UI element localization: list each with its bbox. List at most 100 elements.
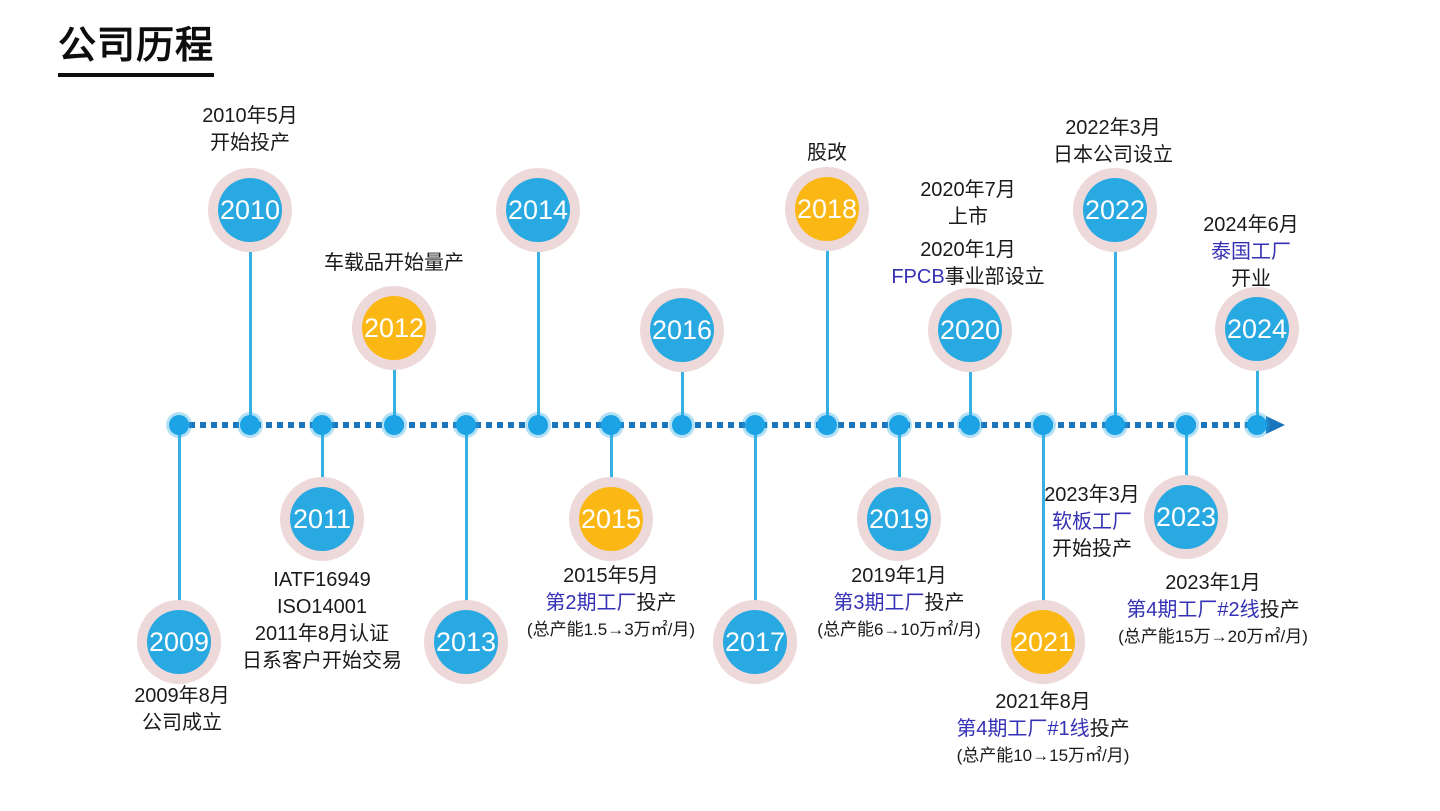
connector-line-2023 xyxy=(1184,425,1188,517)
connector-line-2016 xyxy=(680,330,684,425)
timeline-node-2013 xyxy=(456,415,476,435)
year-label-2011: 2011 xyxy=(292,503,352,534)
annotation-line: 泰国工厂 xyxy=(1211,241,1291,263)
year-circle-2015: 2015 xyxy=(579,487,643,551)
timeline-node-2011 xyxy=(312,415,332,435)
connector-line-2015 xyxy=(609,425,613,519)
year-circle-2022: 2022 xyxy=(1083,178,1147,242)
year-circle-2020: 2020 xyxy=(938,298,1002,362)
timeline-node-2009 xyxy=(169,415,189,435)
annotation-line: 2015年5月 xyxy=(563,565,659,587)
connector-line-2013 xyxy=(464,425,468,642)
connector-line-2017 xyxy=(753,425,757,642)
timeline-node-2010 xyxy=(240,415,260,435)
annotation-2018: 股改 xyxy=(807,140,847,167)
annotation-line: (总产能6→10万㎡/月) xyxy=(817,620,981,639)
connector-line-2010 xyxy=(248,210,252,425)
year-circle-2014: 2014 xyxy=(506,178,570,242)
connector-line-2014 xyxy=(536,210,540,425)
year-label-2019: 2019 xyxy=(868,503,930,534)
annotation-line: 股改 xyxy=(807,142,847,164)
annotation-2023-1: 2023年3月软板工厂开始投产 xyxy=(1044,482,1140,563)
year-label-2015: 2015 xyxy=(580,503,642,534)
year-circle-2018: 2018 xyxy=(795,177,859,241)
timeline-arrow-icon xyxy=(1266,416,1285,434)
year-circle-ring-2015: 2015 xyxy=(569,477,653,561)
year-label-2018: 2018 xyxy=(796,193,858,224)
annotation-line: 第3期工厂投产 xyxy=(833,592,965,614)
year-circle-ring-2023: 2023 xyxy=(1144,475,1228,559)
year-label-2009: 2009 xyxy=(148,626,210,657)
year-circle-2009: 2009 xyxy=(147,610,211,674)
annotation-line: 2023年1月 xyxy=(1165,572,1261,594)
timeline-dotted-line xyxy=(178,422,1264,428)
annotation-line: 2023年3月 xyxy=(1044,484,1140,506)
year-circle-ring-2020: 2020 xyxy=(928,288,1012,372)
year-circle-ring-2012: 2012 xyxy=(352,286,436,370)
annotation-line: 开始投产 xyxy=(1052,538,1132,560)
connector-line-2020 xyxy=(968,330,972,425)
annotation-line: (总产能15万→20万㎡/月) xyxy=(1118,627,1308,646)
connector-line-2021 xyxy=(1041,425,1045,642)
page-title: 公司历程 xyxy=(58,24,215,77)
timeline-node-2016 xyxy=(672,415,692,435)
annotation-line: 日系客户开始交易 xyxy=(242,650,402,672)
year-circle-ring-2022: 2022 xyxy=(1073,168,1157,252)
year-circle-ring-2021: 2021 xyxy=(1001,600,1085,684)
year-circle-2024: 2024 xyxy=(1225,297,1289,361)
annotation-line: 2024年6月 xyxy=(1203,214,1299,236)
year-label-2023: 2023 xyxy=(1155,501,1217,532)
year-label-2013: 2013 xyxy=(435,626,497,657)
year-circle-2021: 2021 xyxy=(1011,610,1075,674)
annotation-2012: 车载品开始量产 xyxy=(324,250,464,277)
year-circle-ring-2011: 2011 xyxy=(280,477,364,561)
year-circle-2013: 2013 xyxy=(434,610,498,674)
annotation-line: 软板工厂 xyxy=(1052,511,1132,533)
annotation-2022: 2022年3月日本公司设立 xyxy=(1053,115,1173,169)
annotation-line: 2019年1月 xyxy=(851,565,947,587)
timeline-node-2018 xyxy=(817,415,837,435)
annotation-line: 开业 xyxy=(1231,268,1271,290)
annotation-line: 车载品开始量产 xyxy=(324,252,464,274)
annotation-line: 2011年8月认证 xyxy=(254,623,390,645)
annotation-line: 上市 xyxy=(948,206,988,228)
year-circle-2012: 2012 xyxy=(362,296,426,360)
annotation-line: IATF16949 xyxy=(273,569,371,591)
annotation-line: 2020年1月 xyxy=(920,239,1016,261)
annotation-line: 公司成立 xyxy=(142,712,222,734)
year-circle-ring-2014: 2014 xyxy=(496,168,580,252)
year-circle-2023: 2023 xyxy=(1154,485,1218,549)
year-circle-ring-2009: 2009 xyxy=(137,600,221,684)
annotation-2015: 2015年5月第2期工厂投产(总产能1.5→3万㎡/月) xyxy=(527,563,695,642)
year-circle-2016: 2016 xyxy=(650,298,714,362)
timeline-node-2019 xyxy=(889,415,909,435)
year-circle-ring-2018: 2018 xyxy=(785,167,869,251)
connector-line-2022 xyxy=(1113,210,1117,425)
year-circle-ring-2013: 2013 xyxy=(424,600,508,684)
timeline-node-2020 xyxy=(960,415,980,435)
timeline-node-2015 xyxy=(601,415,621,435)
annotation-2010: 2010年5月开始投产 xyxy=(202,103,298,157)
annotation-2023-2: 2023年1月第4期工厂#2线投产(总产能15万→20万㎡/月) xyxy=(1118,570,1308,649)
annotation-line: 2020年7月 xyxy=(920,179,1016,201)
connector-line-2019 xyxy=(897,425,901,519)
connector-line-2009 xyxy=(177,425,181,642)
annotation-line: FPCB事业部设立 xyxy=(891,266,1045,288)
annotation-line: 第4期工厂#1线投产 xyxy=(956,718,1130,740)
annotation-2020-2: 2020年1月 FPCB事业部设立 xyxy=(891,237,1044,291)
annotation-line: 2010年5月 xyxy=(202,105,298,127)
year-label-2010: 2010 xyxy=(219,194,281,225)
annotation-line: 日本公司设立 xyxy=(1053,144,1173,166)
connector-line-2011 xyxy=(320,425,324,519)
annotation-line: 2009年8月 xyxy=(134,685,230,707)
annotation-2019: 2019年1月第3期工厂投产 (总产能6→10万㎡/月) xyxy=(817,563,980,642)
annotation-2009: 2009年8月公司成立 xyxy=(134,683,230,737)
annotation-line: ISO14001 xyxy=(276,596,368,618)
year-label-2014: 2014 xyxy=(507,194,569,225)
annotation-line: 2021年8月 xyxy=(995,691,1091,713)
year-circle-2010: 2010 xyxy=(218,178,282,242)
annotation-2020-1: 2020年7月上市 xyxy=(920,177,1016,231)
year-label-2017: 2017 xyxy=(724,626,786,657)
